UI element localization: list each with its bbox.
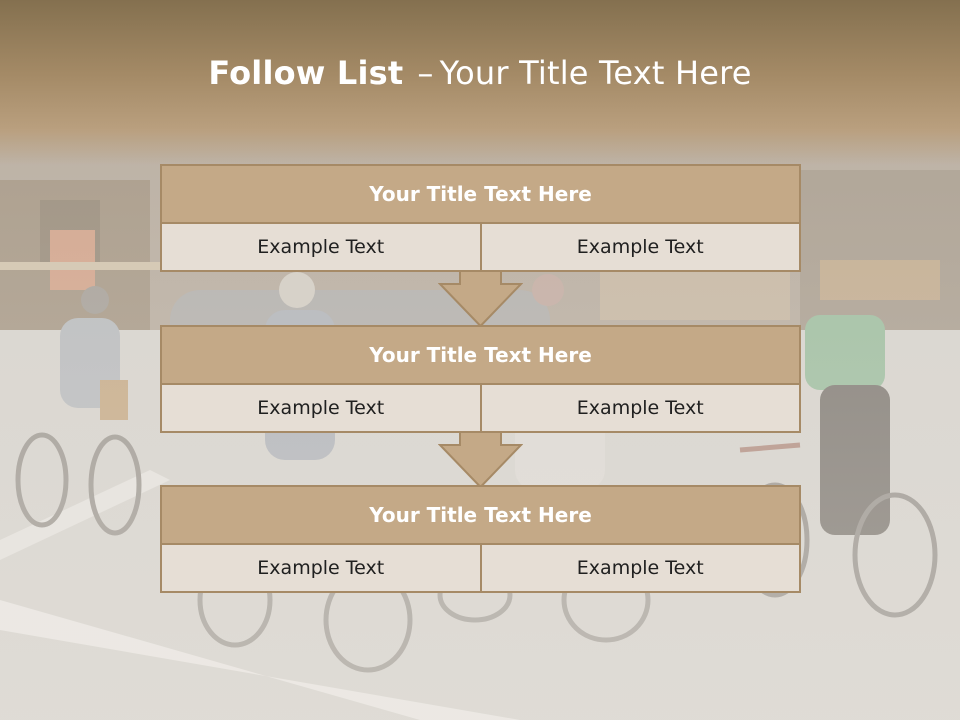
step-row-3: Example Text Example Text — [162, 545, 799, 591]
step-row-2: Example Text Example Text — [162, 385, 799, 431]
down-arrow-icon — [438, 270, 523, 328]
step-box-2: Your Title Text Here Example Text Exampl… — [160, 325, 801, 433]
step-title-3: Your Title Text Here — [162, 487, 799, 545]
step-3-right-cell: Example Text — [479, 545, 800, 591]
slide-title-separator: – — [417, 54, 434, 92]
step-2-right-cell: Example Text — [479, 385, 800, 431]
slide-title-bold: Follow List — [208, 54, 404, 92]
step-3-left-cell: Example Text — [257, 557, 385, 579]
step-box-3: Your Title Text Here Example Text Exampl… — [160, 485, 801, 593]
step-box-1: Your Title Text Here Example Text Exampl… — [160, 164, 801, 272]
step-title-2: Your Title Text Here — [162, 327, 799, 385]
slide-title-rest: Your Title Text Here — [439, 54, 752, 92]
step-title-1: Your Title Text Here — [162, 166, 799, 224]
step-row-1: Example Text Example Text — [162, 224, 799, 270]
step-1-right-cell: Example Text — [479, 224, 800, 270]
step-2-left-cell: Example Text — [257, 397, 385, 419]
down-arrow-icon — [438, 431, 523, 489]
title-band — [0, 0, 960, 165]
slide-title: Follow List–Your Title Text Here — [0, 54, 960, 92]
step-1-left-cell: Example Text — [257, 236, 385, 258]
